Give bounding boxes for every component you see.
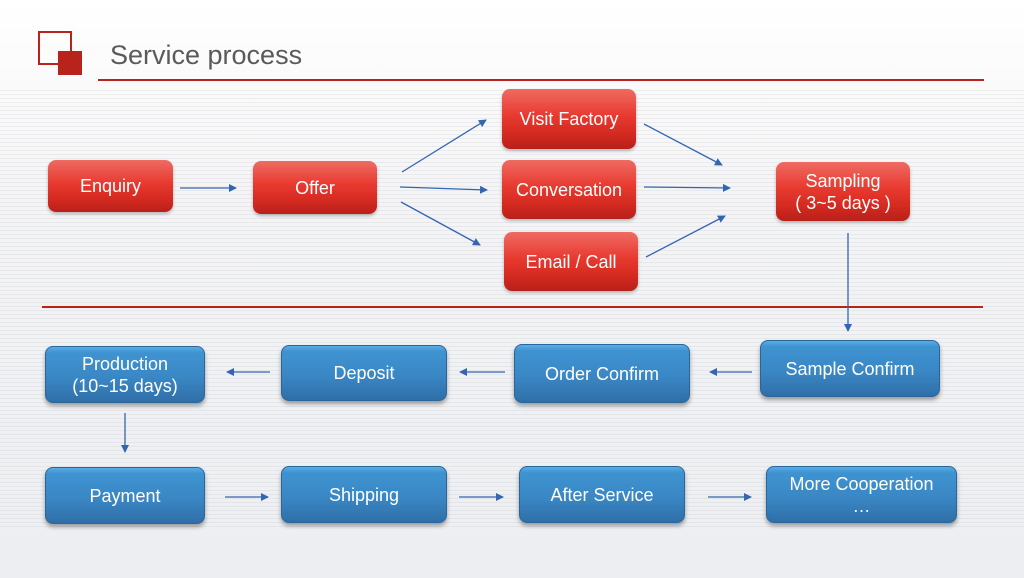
step-label: Deposit (333, 363, 395, 383)
step-label: After Service (550, 484, 654, 505)
step-enquiry: Enquiry (48, 160, 173, 212)
step-sample-confirm: Sample Confirm (760, 340, 940, 397)
logo-outline-square (38, 31, 72, 65)
step-deposit: Deposit (281, 345, 447, 401)
step-label: Enquiry (79, 176, 142, 196)
arrow-offer-to-visit-factory (401, 119, 487, 173)
step-label: Production (81, 353, 169, 374)
step-after-service: After Service (519, 466, 685, 523)
step-visit-factory: Visit Factory (502, 89, 636, 149)
arrow-email-call-to-sampling (645, 215, 726, 258)
step-offer: Offer (253, 161, 377, 214)
section-divider (42, 306, 983, 308)
arrow-visit-factory-to-sampling (643, 123, 723, 166)
arrow-offer-to-conversation (399, 185, 488, 194)
step-sampling: Sampling ( 3~5 days ) (776, 162, 910, 221)
step-label: Offer (295, 177, 335, 198)
step-label: Payment (89, 485, 161, 506)
step-duration: ( 3~5 days ) (795, 192, 891, 213)
step-label: Sample Confirm (785, 358, 915, 379)
logo-filled-square (58, 51, 82, 75)
step-label: Order Confirm (544, 363, 660, 384)
step-label: More Cooperation (789, 473, 934, 494)
step-label: Email / Call (525, 251, 617, 272)
step-label: Sampling (805, 170, 881, 191)
step-label: Visit Factory (519, 109, 619, 129)
step-production: Production (10~15 days) (45, 346, 205, 403)
step-order-confirm: Order Confirm (514, 344, 690, 403)
arrow-offer-to-email-call (400, 201, 481, 246)
step-email-call: Email / Call (504, 232, 638, 291)
step-conversation: Conversation (502, 160, 636, 219)
step-duration: (10~15 days) (72, 375, 178, 396)
step-label: Conversation (515, 179, 623, 200)
page-title: Service process (110, 40, 303, 70)
step-payment: Payment (45, 467, 205, 524)
step-more-cooperation: More Cooperation … (766, 466, 957, 523)
arrow-conversation-to-sampling (643, 183, 731, 192)
world-map-background (0, 90, 1024, 530)
logo-icon (38, 31, 84, 77)
step-shipping: Shipping (281, 466, 447, 523)
title-underline (98, 79, 984, 81)
step-ellipsis: … (852, 495, 871, 516)
step-label: Shipping (328, 484, 400, 505)
